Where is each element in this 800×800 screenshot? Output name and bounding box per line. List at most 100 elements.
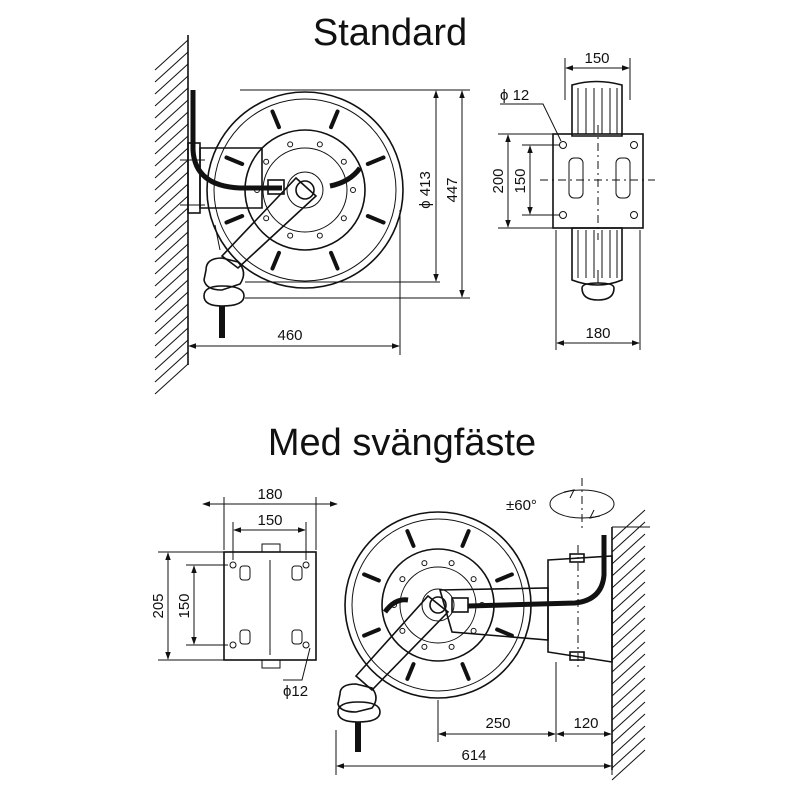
hatch-line bbox=[154, 111, 189, 143]
hatch-line bbox=[154, 171, 189, 203]
drum-slot bbox=[362, 627, 381, 638]
drum-slot bbox=[495, 572, 514, 583]
hose-swivel bbox=[467, 535, 607, 609]
drum-slot bbox=[270, 250, 281, 271]
hatch-line bbox=[154, 303, 189, 335]
hatch-line bbox=[611, 689, 646, 721]
hatch-line bbox=[154, 147, 189, 179]
hatch-line bbox=[154, 207, 189, 239]
drum-slot bbox=[329, 250, 340, 271]
dim-hole-diameter-12: ϕ12 bbox=[283, 683, 308, 700]
dim-bracket-depth-120: 120 bbox=[573, 715, 598, 732]
hatch-line bbox=[154, 135, 189, 167]
drum-slot bbox=[460, 529, 471, 548]
drum-bolt bbox=[421, 560, 428, 567]
dim-bottom-width-180: 180 bbox=[585, 325, 610, 342]
hatch-line bbox=[154, 63, 189, 95]
hatch-line bbox=[611, 653, 646, 685]
drum-slot bbox=[224, 214, 245, 225]
dim-drum-diameter: ϕ 413 bbox=[417, 171, 434, 209]
title-swivel-mount: Med svängfäste bbox=[268, 422, 536, 464]
guide-arm bbox=[220, 176, 318, 270]
drum-slot bbox=[495, 627, 514, 638]
hatch-line bbox=[154, 51, 189, 83]
hatch-line bbox=[154, 75, 189, 107]
drum-bolt bbox=[399, 576, 406, 583]
hatch-line bbox=[611, 545, 646, 577]
drum-bolt bbox=[448, 560, 455, 567]
dim-hole-spacing-v-150: 150 bbox=[176, 593, 193, 618]
drum-bolt bbox=[340, 158, 347, 165]
swivel-side-view: ±60° bbox=[335, 478, 650, 781]
hatch-line bbox=[154, 87, 189, 119]
hatch-line bbox=[154, 39, 189, 71]
rotation-angle-label: ±60° bbox=[506, 497, 537, 514]
hatch-line bbox=[154, 291, 189, 323]
drum-slot bbox=[362, 572, 381, 583]
drum-slot bbox=[224, 155, 245, 166]
hatch-line bbox=[611, 641, 646, 673]
drum-bolt bbox=[399, 627, 406, 634]
drum-bolt bbox=[287, 141, 294, 148]
hatch-line bbox=[154, 315, 189, 347]
hatch-line bbox=[154, 195, 189, 227]
hatch-line bbox=[611, 509, 646, 541]
hatch-line bbox=[154, 99, 189, 131]
hatch-line bbox=[611, 521, 646, 553]
hatch-line bbox=[611, 617, 646, 649]
drum-slot bbox=[460, 662, 471, 681]
dim-plate-width-180: 180 bbox=[257, 486, 282, 503]
dim-width-460: 460 bbox=[277, 327, 302, 344]
guide-arm-swivel bbox=[354, 594, 450, 692]
hatch-line bbox=[154, 279, 189, 311]
wall-left bbox=[154, 35, 189, 395]
standard-front-view: 150 ϕ 12 200 150 180 bbox=[490, 50, 655, 350]
dim-hole-diameter: ϕ 12 bbox=[500, 87, 529, 104]
hatch-line bbox=[154, 243, 189, 275]
drum-slot bbox=[405, 662, 416, 681]
drum-bolt bbox=[316, 232, 323, 239]
hatch-line bbox=[611, 701, 646, 733]
drum-bolt bbox=[448, 643, 455, 650]
hatch-line bbox=[154, 363, 189, 395]
dim-plate-height-200: 200 bbox=[490, 168, 507, 193]
drum-bolt bbox=[421, 643, 428, 650]
drum-bolt bbox=[287, 232, 294, 239]
drum-bolt bbox=[316, 141, 323, 148]
hatch-line bbox=[611, 737, 646, 769]
drum-bolt bbox=[340, 215, 347, 222]
hatch-line bbox=[154, 219, 189, 251]
hatch-line bbox=[154, 327, 189, 359]
drum-slot bbox=[329, 109, 340, 130]
hatch-line bbox=[611, 725, 646, 757]
hatch-line bbox=[154, 351, 189, 383]
drum-slot bbox=[270, 109, 281, 130]
hatch-line bbox=[611, 665, 646, 697]
hose bbox=[190, 90, 282, 191]
hatch-line bbox=[611, 713, 646, 745]
hatch-line bbox=[611, 629, 646, 661]
dim-arm-length-250: 250 bbox=[485, 715, 510, 732]
drum-slot bbox=[405, 529, 416, 548]
dim-plate-height-205: 205 bbox=[150, 593, 167, 618]
hatch-line bbox=[611, 533, 646, 565]
hatch-line bbox=[611, 593, 646, 625]
dim-overall-length-614: 614 bbox=[461, 747, 486, 764]
drum-slot bbox=[365, 214, 386, 225]
drum-bolt bbox=[350, 187, 356, 193]
drum-bolt bbox=[470, 576, 477, 583]
hatch-line bbox=[611, 605, 646, 637]
hatch-line bbox=[154, 267, 189, 299]
standard-side-view: 460 ϕ 413 447 bbox=[154, 35, 470, 395]
hatch-line bbox=[154, 183, 189, 215]
swivel-plate-view: 180 150 205 150 ϕ12 bbox=[150, 486, 338, 700]
hatch-line bbox=[611, 677, 646, 709]
dim-hole-spacing-h-150: 150 bbox=[257, 512, 282, 529]
bracket bbox=[199, 147, 263, 209]
hatch-line bbox=[154, 255, 189, 287]
hatch-line bbox=[611, 557, 646, 589]
hatch-line bbox=[154, 159, 189, 191]
hatch-line bbox=[611, 569, 646, 601]
dim-height-447: 447 bbox=[444, 177, 461, 202]
dim-hole-spacing-150: 150 bbox=[512, 168, 529, 193]
